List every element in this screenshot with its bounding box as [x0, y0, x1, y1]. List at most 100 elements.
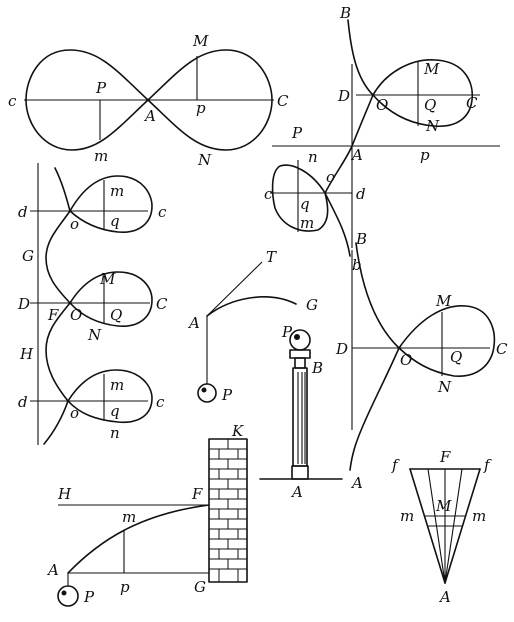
label-M: M	[99, 270, 116, 288]
label-p: p	[120, 578, 130, 596]
label-G: G	[306, 296, 318, 314]
label-M: M	[192, 32, 209, 50]
bob-highlight	[201, 387, 207, 393]
label-p: p	[196, 99, 206, 117]
ball-P	[289, 329, 311, 351]
branch-A	[349, 347, 400, 471]
label-O: O	[400, 351, 412, 369]
label-C: C	[277, 92, 289, 110]
label-m: m	[122, 508, 136, 526]
label-A: A	[350, 146, 363, 164]
label-c-bottom: c	[156, 393, 165, 411]
figure-2-serpentine: B D M O Q C N P n A p c o d q m b	[264, 4, 500, 274]
label-f-right: f	[483, 456, 492, 474]
tangent-AT	[206, 261, 263, 317]
label-m-right: m	[472, 507, 486, 525]
label-d: d	[356, 185, 366, 203]
post-collar	[289, 349, 311, 359]
middle-to-bottom-stroke	[45, 302, 71, 402]
label-A: A	[350, 474, 363, 492]
label-f-left: f	[391, 456, 400, 474]
label-A: A	[187, 314, 200, 332]
label-b: b	[352, 256, 362, 274]
label-c: c	[8, 92, 17, 110]
label-Q: Q	[450, 348, 462, 366]
label-n: n	[110, 424, 120, 442]
label-d-top: d	[18, 203, 28, 221]
label-B: B	[311, 359, 323, 377]
label-O: O	[376, 96, 388, 114]
upper-branch-B	[347, 19, 374, 96]
label-m-top: m	[110, 182, 124, 200]
curve-A-F	[67, 504, 210, 574]
figure-1-lemniscate: c P M p C A m N	[8, 32, 289, 169]
right-edge	[444, 468, 481, 584]
middle-loop	[69, 271, 153, 327]
label-C: C	[466, 94, 478, 112]
label-G: G	[22, 247, 34, 265]
bob-P	[197, 383, 217, 403]
bottom-loop	[67, 369, 153, 423]
label-Q: Q	[424, 96, 436, 114]
label-m: m	[300, 214, 314, 232]
label-p: p	[420, 146, 430, 164]
base-block	[291, 465, 309, 480]
label-F: F	[439, 448, 451, 466]
post-neck	[294, 357, 306, 369]
label-P: P	[221, 386, 233, 404]
bob-P	[57, 585, 79, 607]
label-G: G	[194, 578, 206, 596]
label-N: N	[437, 378, 452, 396]
label-P: P	[291, 124, 303, 142]
figure-5-post: P B A	[259, 323, 343, 501]
lower-branch-b	[324, 192, 351, 257]
label-A: A	[143, 107, 156, 125]
top-entry-branch	[54, 167, 71, 212]
label-Q: Q	[110, 306, 122, 324]
top-to-middle-stroke	[45, 210, 71, 304]
label-B: B	[339, 4, 351, 22]
label-A: A	[46, 561, 59, 579]
label-C: C	[496, 340, 508, 358]
top-loop	[69, 175, 153, 233]
figure-6-single-loop: B M D O Q C N A	[335, 230, 508, 492]
label-N: N	[87, 326, 102, 344]
label-K: K	[231, 422, 244, 440]
label-D: D	[17, 295, 30, 313]
label-O: O	[70, 306, 82, 324]
label-o: o	[326, 168, 335, 186]
label-D: D	[337, 87, 350, 105]
label-m-bottom: m	[110, 376, 124, 394]
branch-B	[355, 242, 400, 349]
label-o-bottom: o	[70, 404, 79, 422]
label-P: P	[95, 79, 107, 97]
label-c-top: c	[158, 203, 167, 221]
figure-7-wall-curve: K H F m A p G P	[46, 422, 248, 607]
figure-4-pendulum-tangent: T A G P	[187, 248, 318, 404]
label-q: q	[300, 195, 310, 213]
figure-8-cone: f F f m M m A	[391, 448, 492, 606]
label-o-top: o	[70, 215, 79, 233]
label-m: m	[94, 147, 108, 165]
label-q-bottom: q	[110, 402, 120, 420]
ball-highlight	[294, 334, 300, 340]
label-B: B	[355, 230, 367, 248]
upper-loop	[372, 59, 474, 127]
label-P: P	[83, 588, 95, 606]
label-C: C	[156, 295, 168, 313]
arc-AG	[206, 296, 297, 317]
label-A: A	[438, 588, 451, 606]
label-M: M	[435, 497, 452, 515]
bob-highlight	[61, 590, 67, 596]
figure-3-loop-chain: d m c o q G M D F O Q C N H m d o q c n	[17, 163, 168, 445]
label-N: N	[425, 117, 440, 135]
label-M: M	[423, 60, 440, 78]
label-m-left: m	[400, 507, 414, 525]
label-D: D	[335, 340, 348, 358]
left-edge	[409, 468, 446, 584]
brick-pattern	[209, 439, 247, 582]
label-F: F	[47, 306, 59, 324]
label-n: n	[308, 148, 318, 166]
label-q-top: q	[110, 212, 120, 230]
